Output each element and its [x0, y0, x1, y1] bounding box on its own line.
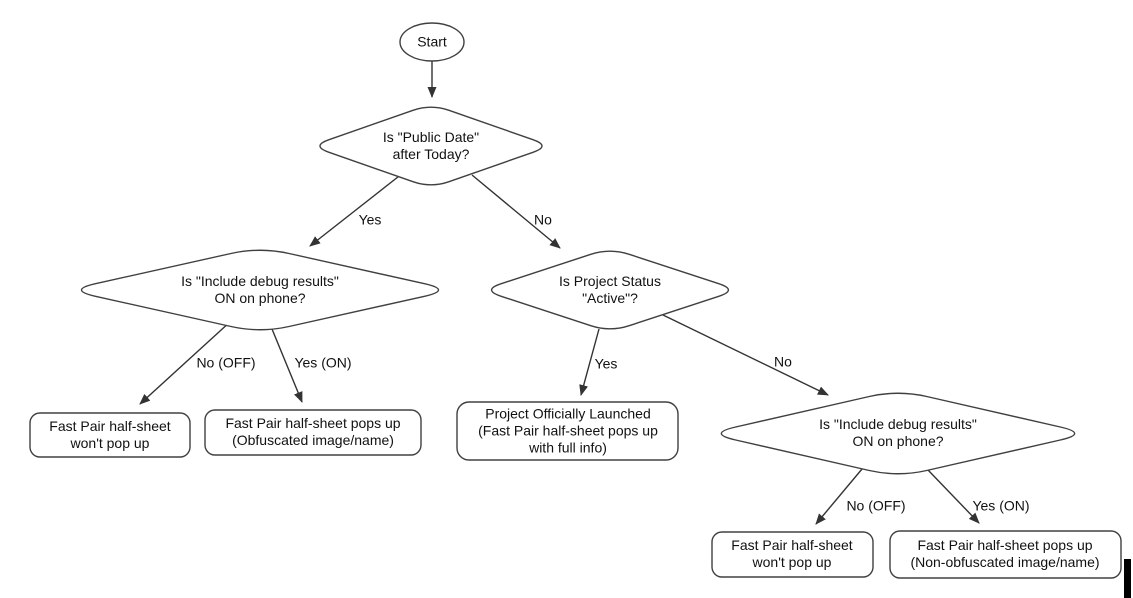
terminal-wont-pop-left-shape — [29, 412, 191, 458]
label-line: Fast Pair half-sheet pops up — [917, 537, 1093, 553]
node-wont-pop-right-label: Fast Pair half-sheet won't pop up — [731, 537, 852, 571]
edge-label-d2-yes-on: Yes (ON) — [294, 354, 352, 371]
label-line: (Non-obfuscated image/name) — [910, 554, 1100, 570]
edge-label-d3-no: No — [774, 353, 792, 370]
edge-d3-yes-to-leaf — [579, 328, 600, 396]
node-d1-label: Is "Public Date" after Today? — [383, 129, 479, 163]
label-line: Is "Public Date" — [382, 129, 480, 145]
edge-label-d4-yes-on: Yes (ON) — [972, 497, 1030, 514]
start-node-shape — [399, 22, 465, 62]
label-line: ON on phone? — [852, 433, 944, 449]
terminal-obfuscated-shape — [204, 409, 422, 456]
edge-d3-no-to-d4 — [662, 314, 829, 396]
label-line: Start — [417, 33, 447, 50]
node-start-label: Start — [417, 34, 447, 51]
node-d4-label: Is "Include debug results" ON on phone? — [819, 416, 977, 450]
node-d2-label: Is "Include debug results" ON on phone? — [181, 273, 339, 307]
edge-d1-yes-to-d2 — [309, 172, 404, 247]
decision-debug-left-shape — [80, 249, 440, 331]
label-line: won't pop up — [752, 554, 832, 570]
label-line: Is Project Status — [559, 273, 661, 289]
node-d3-label: Is Project Status "Active"? — [559, 273, 661, 307]
node-wont-pop-left-label: Fast Pair half-sheet won't pop up — [49, 418, 170, 452]
decision-public-date-shape — [319, 106, 543, 186]
decision-debug-right-shape — [720, 392, 1076, 475]
edge-d4-yes-to-leaf — [927, 469, 980, 524]
edge-label-d1-yes: Yes — [358, 211, 382, 228]
label-line: Fast Pair half-sheet — [49, 418, 171, 434]
edge-label-d3-yes: Yes — [594, 355, 618, 372]
terminal-non-obfuscated-shape — [889, 530, 1122, 579]
label-line: Fast Pair half-sheet — [731, 537, 853, 553]
edge-d2-yes-to-leaf — [271, 328, 303, 403]
label-line: "Active"? — [582, 290, 638, 306]
edge-label-d4-no-off: No (OFF) — [846, 497, 906, 514]
label-line: (Fast Pair half-sheet pops up — [478, 422, 658, 439]
terminal-wont-pop-right-shape — [711, 531, 874, 578]
label-line: (Obfuscated image/name) — [232, 432, 394, 448]
edge-d2-no-to-leaf — [139, 320, 232, 405]
label-line: after Today? — [392, 146, 470, 162]
text-cursor-artifact — [1124, 559, 1131, 598]
edge-d1-no-to-d3 — [471, 174, 561, 249]
edge-label-d1-no: No — [534, 211, 552, 228]
node-launched-label: Project Officially Launched (Fast Pair h… — [478, 406, 658, 457]
label-line: with full info) — [529, 439, 607, 456]
label-line: Project Officially Launched — [485, 405, 651, 422]
label-line: ON on phone? — [214, 290, 306, 306]
label-line: won't pop up — [70, 435, 150, 451]
label-line: Fast Pair half-sheet pops up — [225, 415, 401, 431]
decision-project-status-shape — [490, 250, 730, 330]
label-line: Is "Include debug results" — [181, 273, 339, 289]
terminal-launched-shape — [456, 401, 679, 461]
node-non-obfuscated-label: Fast Pair half-sheet pops up (Non-obfusc… — [910, 537, 1099, 571]
edge-label-d2-no-off: No (OFF) — [196, 354, 256, 371]
edge-d4-no-to-leaf — [815, 468, 863, 525]
label-line: Is "Include debug results" — [819, 416, 977, 432]
node-obfuscated-label: Fast Pair half-sheet pops up (Obfuscated… — [225, 415, 400, 449]
